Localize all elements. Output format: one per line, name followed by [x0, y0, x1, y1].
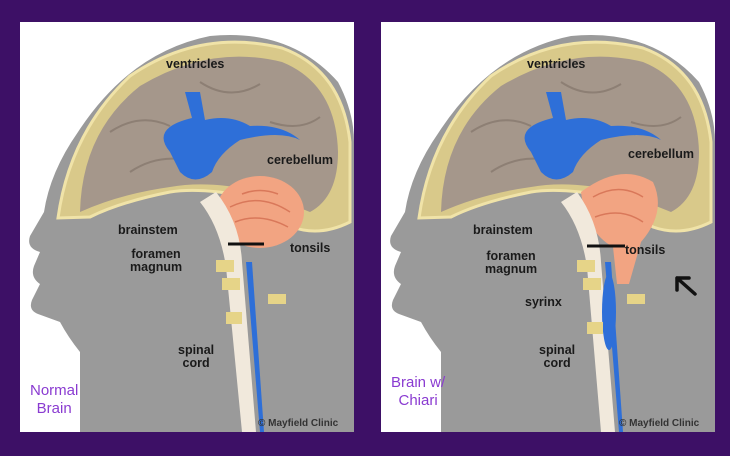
- brainstem-label: brainstem: [473, 223, 533, 237]
- brainstem-label: brainstem: [118, 223, 178, 237]
- credit-text: © Mayfield Clinic: [619, 418, 700, 429]
- chiari-brain-caption: Brain w/ Chiari: [391, 374, 446, 409]
- ventricles-label: ventricles: [527, 57, 586, 71]
- syrinx-label: syrinx: [525, 295, 562, 309]
- cerebellum-label: cerebellum: [267, 153, 334, 167]
- normal-brain-illustration: [29, 34, 354, 432]
- normal-brain-caption: Normal Brain: [30, 382, 79, 417]
- foramen-magnum-label: foramen magnum: [485, 249, 538, 276]
- credit-text: © Mayfield Clinic: [258, 418, 339, 429]
- spinal-cord-label: spinal cord: [178, 343, 215, 370]
- foramen-magnum-label: foramen magnum: [130, 247, 183, 274]
- normal-brain-panel: ventricles cerebellum brainstem foramen …: [20, 22, 354, 432]
- spinal-cord-label: spinal cord: [539, 343, 576, 370]
- tonsils-label: tonsils: [290, 241, 331, 255]
- arrow-up-left-icon: [675, 276, 697, 296]
- ventricles-label: ventricles: [166, 57, 225, 71]
- chiari-brain-illustration: [390, 34, 715, 432]
- cerebellum-label: cerebellum: [628, 147, 695, 161]
- tonsils-label: tonsils: [625, 243, 666, 257]
- chiari-brain-panel: ventricles cerebellum brainstem foramen …: [381, 22, 715, 432]
